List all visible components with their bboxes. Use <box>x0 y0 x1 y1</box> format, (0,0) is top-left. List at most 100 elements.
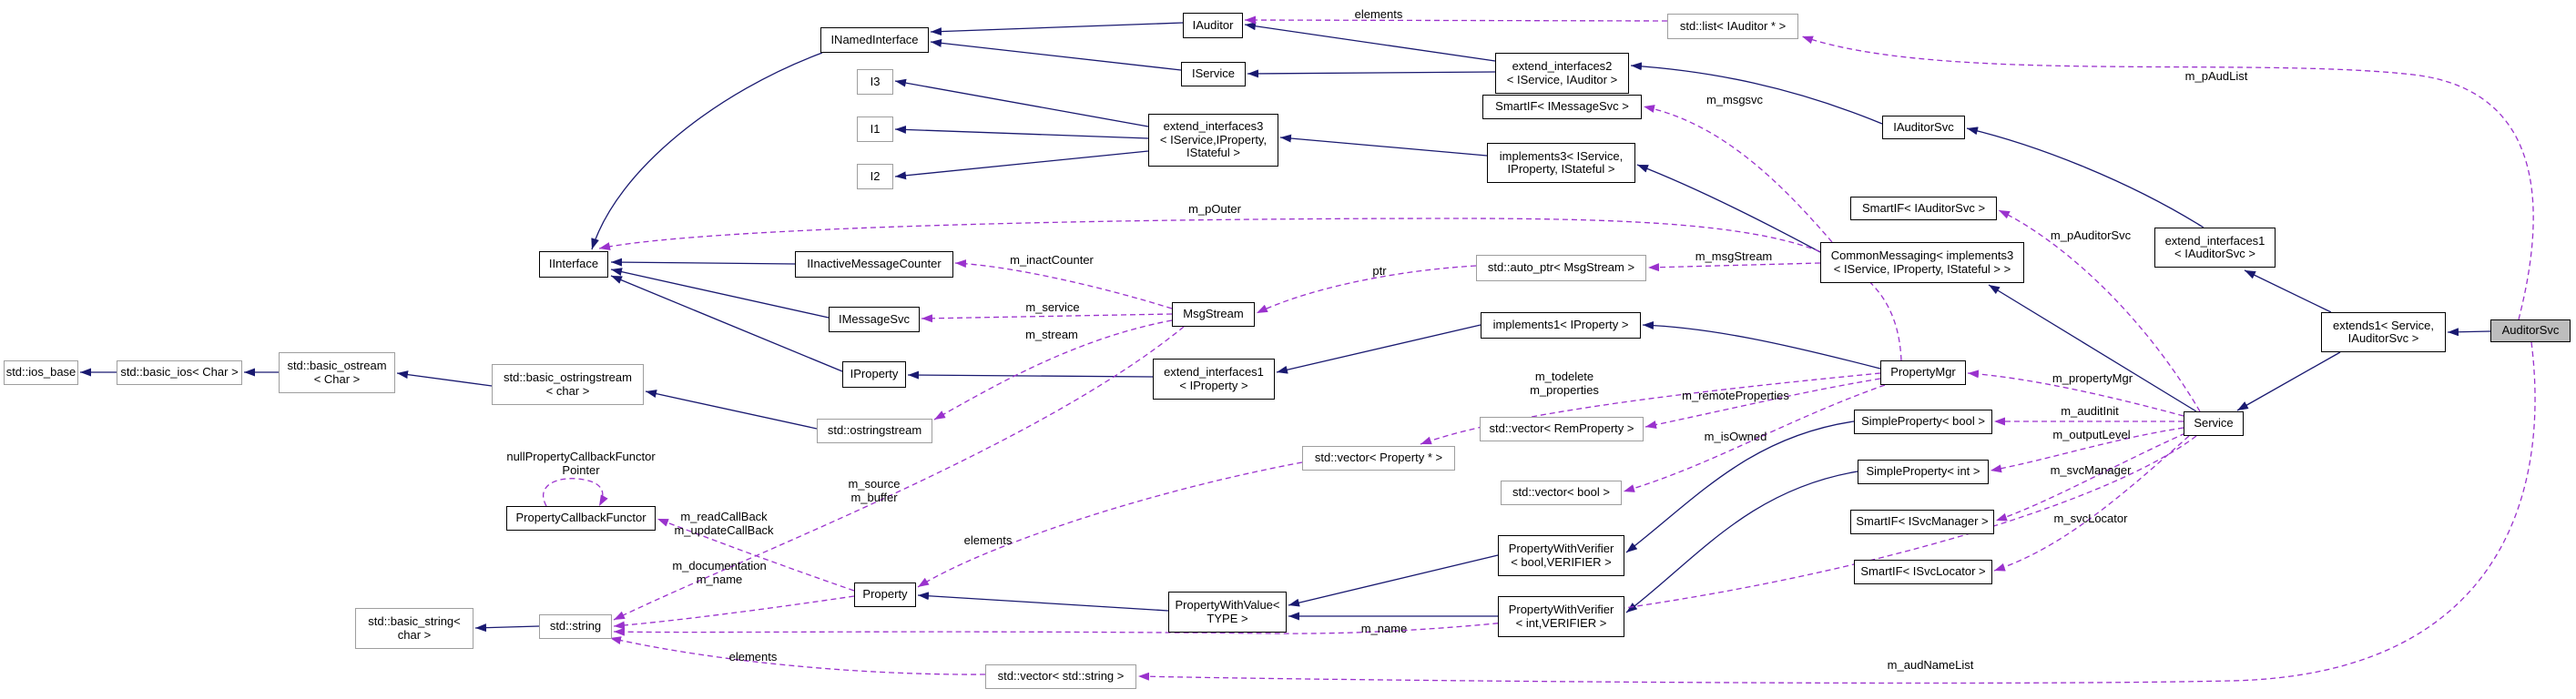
edge-auditorsvc-extends1 <box>2447 328 2491 337</box>
class-node-std-basic-string: std::basic_string< char > <box>355 608 473 649</box>
edge-pwvalue-property <box>917 592 1169 612</box>
class-node-iinactivemessagecounter[interactable]: IInactiveMessageCounter <box>795 251 953 278</box>
class-node-iproperty[interactable]: IProperty <box>842 361 906 388</box>
class-node-propertycallbackfunctor[interactable]: PropertyCallbackFunctor <box>506 506 656 531</box>
edge-propertymgr-impl1 <box>1642 320 1881 370</box>
edge-propertymgr-vectorremproperty <box>1644 378 1881 430</box>
class-node-std-basic-ios: std::basic_ios< Char > <box>117 360 242 385</box>
class-node-service[interactable]: Service <box>2184 411 2244 436</box>
class-node-i1: I1 <box>857 116 893 142</box>
class-node-iservice[interactable]: IService <box>1181 62 1246 86</box>
edge-extends1-extif1aud <box>2244 269 2332 313</box>
edge-commonmessaging-impl3 <box>1636 164 1821 253</box>
edge-label-m-msgsvc: m_msgsvc <box>1705 93 1764 106</box>
class-node-extends1[interactable]: extends1< Service, IAuditorSvc > <box>2321 312 2446 352</box>
edge-service-smartifsvcmanager <box>1995 432 2186 522</box>
class-node-simpleproperty-bool[interactable]: SimpleProperty< bool > <box>1854 410 1992 434</box>
edge-label-m-inactcounter: m_inactCounter <box>1010 253 1094 267</box>
edge-impl1-extif1prop <box>1276 324 1481 374</box>
class-node-auditorsvc-selected: AuditorSvc <box>2490 319 2571 342</box>
edge-label-m-source-buffer: m_source m_buffer <box>848 477 901 504</box>
edge-label-m-pouter: m_pOuter <box>1188 202 1241 216</box>
edge-label-m-todelete: m_todelete m_properties <box>1530 370 1599 397</box>
edge-spint-pwvint <box>1625 471 1858 613</box>
edge-label-m-readcallback: m_readCallBack m_updateCallBack <box>674 510 774 537</box>
edge-imessagesvc-iinterface <box>610 268 830 319</box>
class-node-inamedinterface[interactable]: INamedInterface <box>820 27 929 53</box>
class-node-std-list-iauditor: std::list< IAuditor * > <box>1667 14 1798 39</box>
edge-extends1-service <box>2236 351 2341 411</box>
edge-label-elements-bottom: elements <box>728 650 778 664</box>
edge-label-elements-top: elements <box>1354 7 1403 21</box>
edge-extif3-i2 <box>894 150 1149 180</box>
edge-commonmessaging-autoptr <box>1647 262 1821 272</box>
class-node-std-string: std::string <box>539 614 612 639</box>
class-node-iauditor[interactable]: IAuditor <box>1183 13 1243 38</box>
class-node-extend-interfaces1-iproperty[interactable]: extend_interfaces1 < IProperty > <box>1153 359 1275 400</box>
class-node-simpleproperty-int[interactable]: SimpleProperty< int > <box>1858 460 1989 484</box>
class-node-propertywithverifier-int[interactable]: PropertyWithVerifier < int,VERIFIER > <box>1498 596 1624 637</box>
edge-label-m-stream: m_stream <box>1025 328 1078 341</box>
class-node-propertywithvalue[interactable]: PropertyWithValue< TYPE > <box>1168 592 1287 633</box>
class-node-smartif-iauditorsvc[interactable]: SmartIF< IAuditorSvc > <box>1850 197 1997 220</box>
class-node-std-vector-string: std::vector< std::string > <box>985 664 1136 689</box>
class-node-extend-interfaces3[interactable]: extend_interfaces3 < IService,IProperty,… <box>1148 114 1278 167</box>
edge-propertymgr-vectorproperty <box>1420 372 1881 445</box>
edge-extif3-i3 <box>894 78 1149 127</box>
edge-iauditor-inamedinterface <box>930 22 1184 36</box>
class-node-std-vector-remproperty: std::vector< RemProperty > <box>1480 417 1644 441</box>
class-node-smartif-imessagesvc[interactable]: SmartIF< IMessageSvc > <box>1482 95 1642 119</box>
class-node-iauditorsvc[interactable]: IAuditorSvc <box>1882 116 1965 139</box>
edge-vectorproperty-property-elements <box>917 461 1303 588</box>
class-node-implements1[interactable]: implements1< IProperty > <box>1481 312 1641 339</box>
edge-label-m-audnamelist: m_audNameList <box>1887 658 1974 672</box>
edge-label-m-msgstream: m_msgStream <box>1695 249 1773 263</box>
class-node-extend-interfaces1-iauditorsvc[interactable]: extend_interfaces1 < IAuditorSvc > <box>2154 228 2276 268</box>
class-node-extend-interfaces2[interactable]: extend_interfaces2 < IService, IAuditor … <box>1495 53 1629 94</box>
edge-propertymgr-iinterface-pouter <box>598 218 1902 361</box>
class-node-propertywithverifier-bool[interactable]: PropertyWithVerifier < bool,VERIFIER > <box>1498 535 1624 576</box>
class-node-implements3[interactable]: implements3< IService, IProperty, IState… <box>1487 143 1635 183</box>
edge-impl3-extif3 <box>1279 134 1488 157</box>
edge-iinactivemessagecounter-iinterface <box>610 258 796 267</box>
class-node-std-basic-ostringstream: std::basic_ostringstream < char > <box>492 364 644 405</box>
edge-service-propertymgr <box>1967 370 2184 417</box>
edge-label-m-remoteproperties: m_remoteProperties <box>1682 389 1789 402</box>
edge-label-m-outputlevel: m_outputLevel <box>2052 428 2131 441</box>
class-node-std-auto-ptr: std::auto_ptr< MsgStream > <box>1476 255 1646 281</box>
class-node-std-ios-base: std::ios_base <box>4 360 78 385</box>
edge-label-m-pauditorsvc: m_pAuditorSvc <box>2050 228 2132 242</box>
class-node-smartif-isvcmanager[interactable]: SmartIF< ISvcManager > <box>1850 510 1994 534</box>
class-node-smartif-isvclocator[interactable]: SmartIF< ISvcLocator > <box>1854 560 1992 584</box>
edge-label-m-isowned: m_isOwned <box>1704 430 1767 443</box>
edge-label-m-auditinit: m_auditInit <box>2061 404 2119 418</box>
class-node-iinterface[interactable]: IInterface <box>539 251 608 278</box>
edge-string-basicstring <box>474 623 540 633</box>
edge-label-m-name: m_name <box>1360 622 1408 635</box>
class-node-commonmessaging[interactable]: CommonMessaging< implements3 < IService,… <box>1820 242 2024 283</box>
edge-msgstream-inactcounter <box>954 259 1173 309</box>
class-node-property[interactable]: Property <box>854 582 916 607</box>
class-node-imessagesvc[interactable]: IMessageSvc <box>829 307 920 332</box>
edge-msgstream-string-source <box>613 326 1185 621</box>
edge-propertymgr-vectorbool <box>1623 384 1886 492</box>
class-node-msgstream[interactable]: MsgStream <box>1172 302 1255 327</box>
edge-service-smartifsvclocator <box>1993 435 2190 572</box>
edge-label-m-svclocator: m_svcLocator <box>2053 512 2128 525</box>
class-node-std-basic-ostream: std::basic_ostream < Char > <box>279 352 395 393</box>
edge-iproperty-iinterface <box>610 275 843 372</box>
class-node-propertymgr[interactable]: PropertyMgr <box>1880 360 1966 385</box>
class-node-i3: I3 <box>857 69 893 95</box>
edge-list-iauditor-elements <box>1244 15 1668 25</box>
edge-extif3-i1 <box>894 125 1149 139</box>
edge-label-ptr: ptr <box>1372 264 1387 278</box>
edge-extif1aud-iauditorsvc <box>1966 127 2204 228</box>
edge-msgstream-ostringstream <box>933 319 1173 420</box>
edge-label-nullpropertycallbackfunctorpointer: nullPropertyCallbackFunctor Pointer <box>506 450 656 477</box>
edge-commonmessaging-smartifmsgsvc <box>1643 105 1833 243</box>
edge-extif2-iservice <box>1247 69 1496 78</box>
edge-property-pcf-callbacks <box>657 518 855 592</box>
class-node-std-vector-bool: std::vector< bool > <box>1501 481 1622 505</box>
edge-service-string-name <box>613 435 2197 636</box>
